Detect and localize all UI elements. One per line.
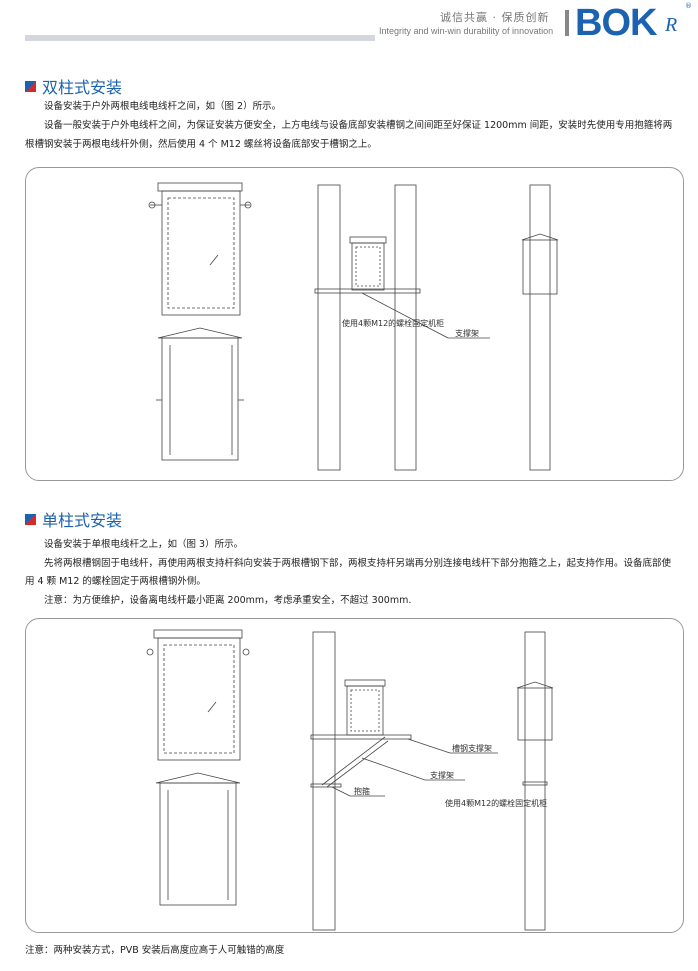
double-pole-drawing (314, 184, 490, 471)
section2-text: 设备安装于单根电线杆之上，如（图 3）所示。 先将两根槽钢固于电线杆，再使用两根… (25, 539, 672, 606)
label-bolt-fig3: 使用4颗M12的螺栓固定机柜 (445, 798, 547, 808)
single-pole-drawing (310, 631, 498, 931)
cabinet-side-drawing (156, 327, 244, 461)
label-channel-fig3: 槽钢支撑架 (452, 743, 492, 753)
section-marker-icon (25, 513, 36, 525)
slogan-cn: 诚信共赢 · 保质创新 (440, 11, 550, 24)
section-title-double-pole: 双柱式安装 (25, 74, 122, 98)
section-marker-icon (25, 80, 36, 92)
cabinet-front-drawing-2 (146, 629, 250, 761)
label-support-fig3: 支撑架 (430, 770, 454, 780)
label-hoop-fig3: 抱箍 (354, 786, 370, 796)
brand-logo-mark: R (665, 14, 678, 36)
cabinet-front-drawing (148, 182, 252, 316)
brand-logo: BOK (575, 2, 657, 44)
registered-icon: ® (685, 2, 692, 10)
side-pole-drawing-2 (516, 631, 554, 931)
figure-double-pole (25, 167, 684, 481)
slogan-en: Integrity and win-win durability of inno… (379, 26, 554, 36)
cabinet-side-drawing-2 (155, 772, 241, 906)
section-title-single-pole: 单柱式安装 (25, 507, 122, 531)
footer-note: 注意：两种安装方式，PVB 安装后高度应高于人可触错的高度 (25, 945, 285, 956)
header-bar (25, 35, 375, 41)
section1-text: 设备安装于户外两根电线电线杆之间，如（图 2）所示。 设备一般安装于户外电线杆之… (25, 101, 673, 150)
side-pole-drawing-1 (521, 184, 559, 471)
label-bolt-fig2: 使用4颗M12的螺栓固定机柜 (342, 318, 444, 328)
figure-single-pole (25, 618, 684, 933)
header-divider (565, 10, 569, 36)
label-support-fig2: 支撑架 (455, 328, 479, 338)
